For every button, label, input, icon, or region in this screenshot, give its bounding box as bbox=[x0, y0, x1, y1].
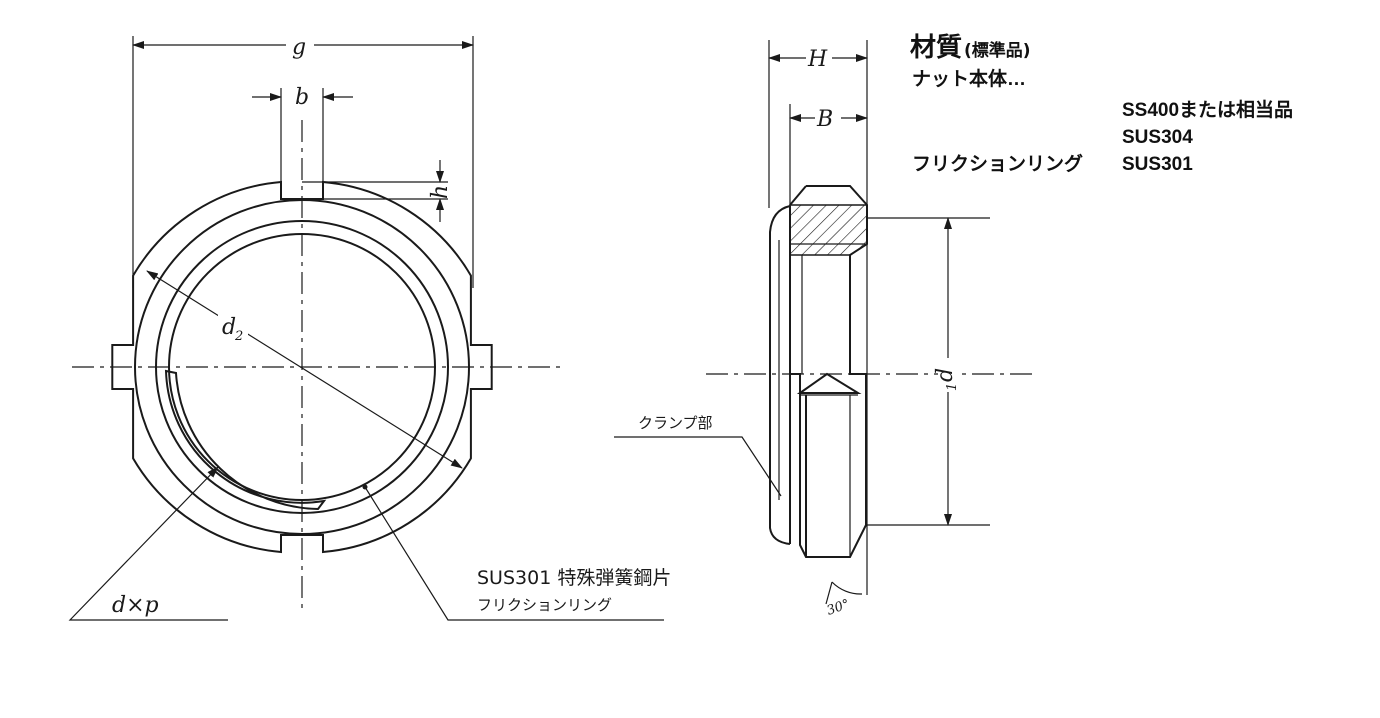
dxp-leader bbox=[68, 466, 228, 621]
materials-title-note: (標準品) bbox=[964, 40, 1031, 61]
angle-leader bbox=[825, 581, 833, 605]
angle-arc bbox=[831, 581, 863, 595]
materials-value-ss400: SS400または相当品 bbox=[1122, 98, 1293, 121]
nut-chamfer-top bbox=[789, 185, 807, 206]
d1-label: d bbox=[933, 368, 958, 382]
clamp-plate bbox=[769, 205, 791, 545]
ring-name-label: フリクションリング bbox=[477, 596, 612, 614]
materials-block: 材質 (標準品) ナット本体… SS400または相当品 SUS304 フリクショ… bbox=[910, 33, 1293, 175]
g-label: g bbox=[292, 35, 306, 60]
d2-label: d bbox=[222, 315, 236, 340]
materials-title: 材質 bbox=[910, 33, 962, 63]
ring-leader bbox=[364, 486, 664, 621]
b-label: b bbox=[295, 85, 309, 110]
H-label: H bbox=[807, 47, 828, 72]
materials-value-sus304: SUS304 bbox=[1122, 127, 1193, 148]
nut-outer-contour bbox=[111, 180, 493, 554]
materials-part-nut: ナット本体… bbox=[912, 67, 1026, 90]
B-label: B bbox=[816, 107, 833, 132]
d1-subscript: 1 bbox=[945, 383, 960, 391]
front-view: d 2 g b h d×p SUS301 特殊弾簧鋼片 フリクションリング bbox=[68, 34, 671, 621]
ring-outer-circle bbox=[134, 199, 470, 535]
angle-label: 30° bbox=[825, 597, 852, 619]
ring-material-label: SUS301 特殊弾簧鋼片 bbox=[477, 567, 671, 589]
materials-value-sus301: SUS301 bbox=[1122, 154, 1193, 175]
d2-subscript: 2 bbox=[234, 329, 243, 344]
materials-part-ring: フリクションリング bbox=[912, 152, 1083, 175]
dxp-label: d×p bbox=[112, 593, 159, 618]
thread-hatch bbox=[789, 204, 868, 256]
d2-dimension-line bbox=[146, 270, 463, 469]
v-notch bbox=[796, 372, 862, 394]
h-label: h bbox=[428, 185, 453, 199]
clamp-leader bbox=[614, 436, 782, 497]
clamp-label: クランプ部 bbox=[638, 414, 713, 432]
side-view: H B d 1 クランプ部 bbox=[614, 40, 1032, 619]
